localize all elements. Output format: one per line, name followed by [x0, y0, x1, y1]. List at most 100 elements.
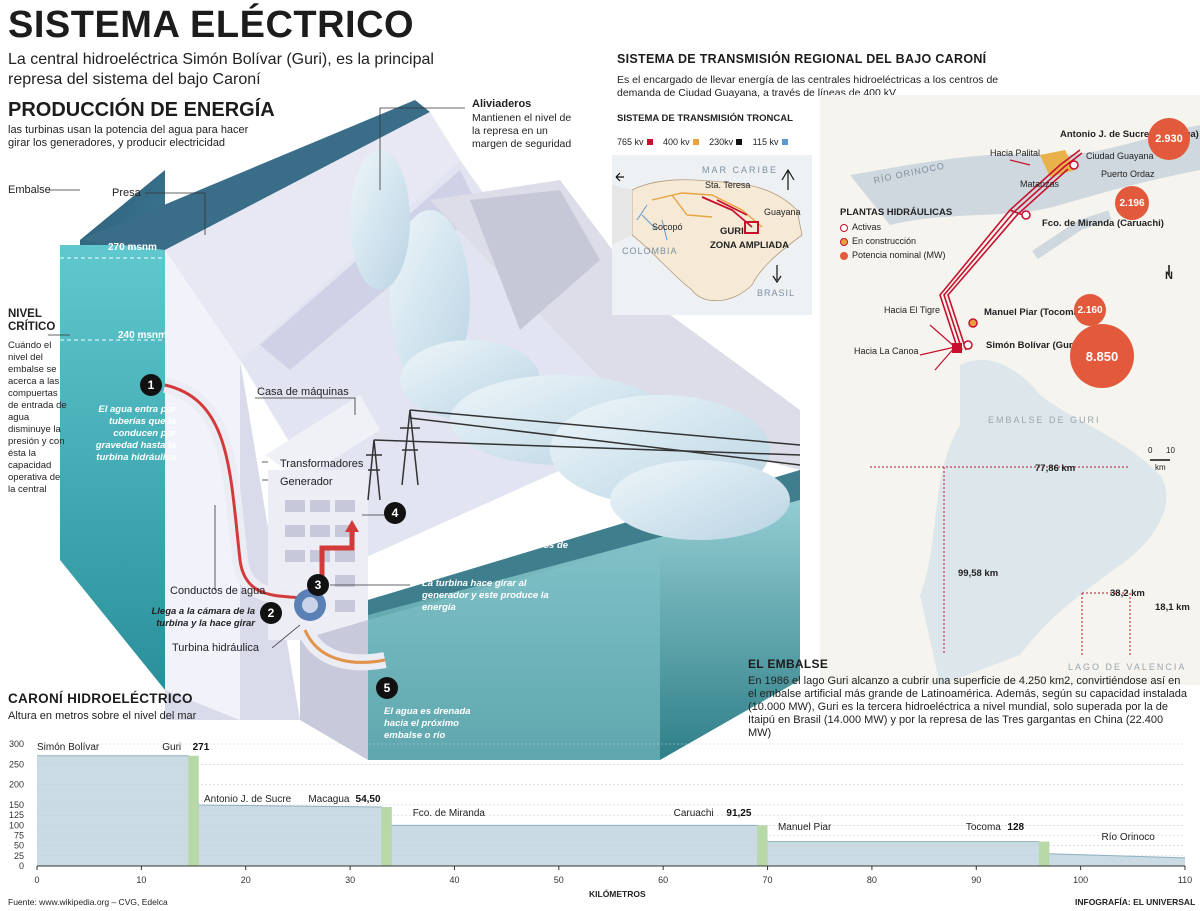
- kv-400: 400 kv: [663, 137, 690, 147]
- inset-colombia: COLOMBIA: [622, 246, 678, 256]
- plant-tocoma-name: Manuel Piar (Tocoma): [984, 307, 1083, 318]
- transmission-title: SISTEMA DE TRANSMISIÓN REGIONAL DEL BAJO…: [617, 52, 987, 66]
- dam-illustration: [48, 100, 801, 760]
- x-tick-label: 20: [241, 875, 251, 885]
- inset-guri: GURI: [720, 226, 744, 237]
- annotation-value: 271: [193, 742, 210, 753]
- production-description: las turbinas usan la potencia del agua p…: [8, 124, 249, 149]
- annotation-label: Caruachi: [674, 808, 714, 819]
- inset-sta-teresa: Sta. Teresa: [705, 180, 751, 190]
- plant-guri-mw: 8.850: [1070, 324, 1134, 388]
- y-tick-label: 50: [14, 841, 24, 851]
- step-2-text: Llega a la cámara de la turbina y la hac…: [151, 606, 255, 629]
- north-arrow-label: N: [1165, 270, 1173, 282]
- label-hacia-la-canoa: Hacia La Canoa: [854, 346, 919, 356]
- y-tick-label: 25: [14, 851, 24, 861]
- x-tick-label: 10: [136, 875, 146, 885]
- venezuela-inset-map: [612, 155, 812, 315]
- y-tick-label: 250: [9, 759, 24, 769]
- production-title: PRODUCCIÓN DE ENERGÍA: [8, 99, 275, 121]
- y-tick-label: 150: [9, 800, 24, 810]
- y-tick-label: 300: [9, 739, 24, 749]
- nivel-critico-title: NIVEL CRÍTICO: [8, 308, 56, 333]
- annotation-value: 54,50: [356, 794, 381, 805]
- scale-unit: km: [1155, 463, 1166, 472]
- label-270: 270 msnm: [108, 242, 157, 253]
- plant-macagua-name: Antonio J. de Sucre (Macagua): [1060, 129, 1199, 140]
- page-title: SISTEMA ELÉCTRICO: [8, 4, 415, 46]
- kv-230-swatch: [736, 139, 743, 145]
- label-lago-valencia: LAGO DE VALENCIA: [1068, 662, 1187, 672]
- kv-400-swatch: [692, 139, 699, 145]
- label-embalse-guri: EMBALSE DE GURI: [988, 415, 1101, 425]
- plant-caruachi-mw: 2.196: [1115, 186, 1149, 220]
- annotation-label: Manuel Piar: [778, 822, 832, 833]
- step-5-badge: 5: [376, 677, 398, 699]
- chart-xlabel: KILÓMETROS: [589, 889, 646, 899]
- plants-potencia-dot: [840, 251, 848, 260]
- x-tick-label: 70: [763, 875, 773, 885]
- annotation-label: Río Orinoco: [1102, 832, 1156, 843]
- inset-brasil: BRASIL: [757, 288, 796, 298]
- chart-title: CARONÍ HIDROELÉCTRICO: [8, 691, 193, 706]
- plant-tocoma-mw: 2.160: [1074, 294, 1106, 326]
- kv-legend: 765 kv 400 kv 230kv 115 kv: [617, 137, 788, 147]
- annotation-label: Antonio J. de Sucre: [204, 794, 292, 805]
- step-3-badge: 3: [307, 574, 329, 596]
- annotation-label: Fco. de Miranda: [413, 808, 486, 819]
- x-tick-label: 100: [1073, 875, 1088, 885]
- profile-area: [37, 755, 1185, 866]
- scale-10: 10: [1166, 446, 1175, 455]
- x-tick-label: 0: [34, 875, 39, 885]
- label-240: 240 msnm: [118, 330, 167, 341]
- label-ciudad-guayana: Ciudad Guayana: [1086, 151, 1154, 161]
- plants-activas-label: Activas: [852, 222, 882, 232]
- kv-765: 765 kv: [617, 137, 644, 147]
- y-tick-label: 125: [9, 810, 24, 820]
- step-1-text: El agua entra por tuberías que la conduc…: [95, 404, 176, 463]
- annotation-value: 91,25: [726, 808, 751, 819]
- inset-zona: ZONA AMPLIADA: [710, 240, 789, 251]
- label-casa-maquinas: Casa de máquinas: [257, 386, 349, 398]
- annotation-label: Macagua: [308, 794, 350, 805]
- reservoir-water: [60, 245, 165, 690]
- label-puerto-ordaz: Puerto Ordaz: [1101, 169, 1155, 179]
- kv-115: 115 kv: [752, 137, 779, 147]
- label-hacia-palital: Hacia Palital: [990, 148, 1041, 158]
- step-3-text: La turbina hace girar al generador y est…: [422, 578, 549, 613]
- inset-socopo: Socopó: [652, 222, 683, 232]
- rio-orinoco: [850, 125, 1200, 225]
- distance-1: 77,86 km: [1035, 463, 1076, 474]
- plants-activas-dot: [840, 223, 848, 232]
- kv-115-swatch: [781, 139, 788, 145]
- label-embalse: Embalse: [8, 184, 51, 196]
- x-tick-label: 50: [554, 875, 564, 885]
- inset-mar-caribe: MAR CARIBE: [702, 165, 779, 175]
- page-subtitle: La central hidroeléctrica Simón Bolívar …: [8, 51, 434, 88]
- annotation-label: Simón Bolívar: [37, 742, 100, 753]
- distance-4: 18,1 km: [1155, 602, 1190, 613]
- x-tick-label: 90: [971, 875, 981, 885]
- y-tick-label: 0: [19, 861, 24, 871]
- x-tick-label: 30: [345, 875, 355, 885]
- footer-credit: INFOGRAFÍA: EL UNIVERSAL: [1075, 897, 1196, 907]
- x-tick-label: 110: [1178, 875, 1192, 885]
- step-5-text: El agua es drenada hacia el próximo emba…: [384, 706, 471, 741]
- step-4-text: La electricidad se transforma y es distr…: [425, 528, 579, 563]
- label-conductos: Conductos de agua: [170, 585, 266, 597]
- annotation-label: Guri: [162, 742, 181, 753]
- chart-subtitle: Altura en metros sobre el nivel del mar: [8, 710, 197, 722]
- plants-title: PLANTAS HIDRÁULICAS: [840, 207, 953, 218]
- label-generador: Generador: [280, 476, 333, 488]
- pylons: [366, 409, 801, 501]
- inset-guayana: Guayana: [764, 207, 801, 217]
- aliviaderos-text: Mantienen el nivel de la represa en un m…: [472, 112, 572, 150]
- dam-marker: [381, 807, 392, 866]
- plant-caruachi-name: Fco. de Miranda (Caruachi): [1042, 218, 1164, 229]
- distance-3: 38,2 km: [1110, 588, 1145, 599]
- embalse-text: En 1986 el lago Guri alcanzo a cubrir un…: [748, 675, 1188, 739]
- plants-legend-construccion: En construcción: [840, 236, 916, 246]
- embalse-title: EL EMBALSE: [748, 657, 829, 671]
- annotation-value: 128: [1007, 822, 1024, 833]
